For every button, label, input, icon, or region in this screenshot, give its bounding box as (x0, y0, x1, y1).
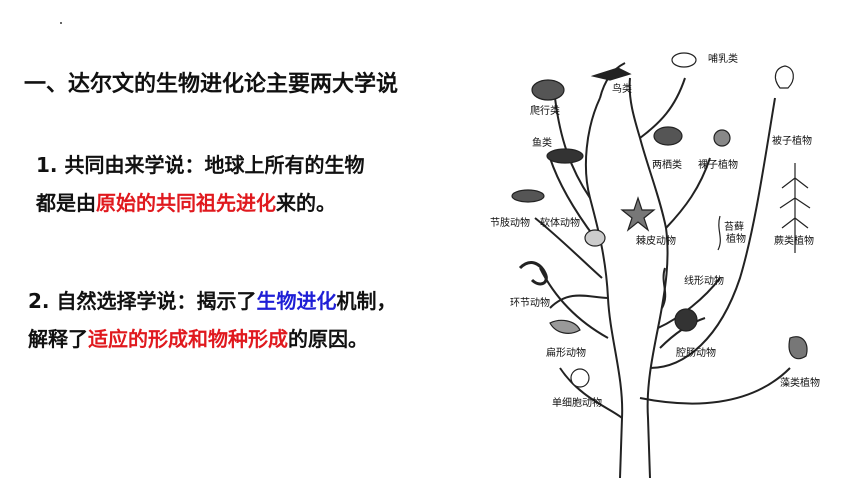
label-mammals: 哺乳类 (708, 52, 738, 65)
page-title: 一、达尔文的生物进化论主要两大学说 (24, 72, 399, 97)
grasshopper-icon (511, 189, 545, 203)
highlight-common-ancestor: 原始的共同祖先进化 (96, 191, 276, 215)
label-annelids: 环节动物 (510, 296, 550, 309)
bird-icon (590, 67, 632, 81)
label-algae: 藻类植物 (780, 376, 820, 389)
point2-line1: 2. 自然选择学说：揭示了生物进化机制， (28, 289, 397, 313)
highlight-adaptation-speciation: 适应的形成和物种形成 (88, 327, 288, 351)
label-protozoa: 单细胞动物 (552, 396, 602, 409)
flatworm-icon (549, 319, 581, 334)
label-birds: 鸟类 (612, 82, 632, 95)
magnolia-icon (774, 65, 794, 89)
fern-icon (779, 163, 811, 253)
algae-icon (788, 336, 808, 360)
moss-icon (717, 215, 721, 251)
label-ferns: 蕨类植物 (774, 234, 814, 247)
shell-icon (584, 229, 606, 247)
amoeba-icon (570, 368, 590, 388)
label-mollusks: 软体动物 (540, 216, 580, 229)
turtle-icon (531, 79, 565, 101)
frog-icon (653, 126, 683, 146)
organism-icons (511, 52, 811, 388)
decorative-dot (60, 22, 62, 24)
rabbit-icon (671, 52, 697, 68)
label-bryophytes-1: 苔藓 (724, 220, 744, 233)
earthworm-icon (518, 261, 548, 286)
hydra-icon (674, 308, 698, 332)
label-coelenterates: 腔肠动物 (676, 346, 716, 359)
label-echinoderms: 棘皮动物 (636, 234, 676, 247)
point-natural-selection: 2. 自然选择学说：揭示了生物进化机制， 解释了适应的形成和物种形成的原因。 (28, 282, 396, 358)
starfish-icon (620, 196, 656, 232)
point1-line1: 1. 共同由来学说：地球上所有的生物 (36, 153, 365, 177)
highlight-evolution: 生物进化 (256, 289, 337, 313)
label-arthropods: 节肢动物 (490, 216, 530, 229)
fish-icon (546, 148, 584, 164)
roundworm-icon (661, 267, 667, 309)
label-flatworms: 扁形动物 (546, 346, 586, 359)
label-angiosperms: 被子植物 (772, 134, 812, 147)
label-fish: 鱼类 (532, 136, 552, 149)
label-reptiles: 爬行类 (530, 104, 560, 117)
cycad-icon (713, 129, 731, 147)
label-amphibians: 两栖类 (652, 158, 682, 171)
point-common-descent: 1. 共同由来学说：地球上所有的生物 都是由原始的共同祖先进化来的。 (36, 146, 364, 222)
label-nematodes: 线形动物 (684, 274, 724, 287)
label-gymnosperms: 裸子植物 (698, 158, 738, 171)
tree-labels: 哺乳类 鸟类 爬行类 鱼类 两栖类 裸子植物 被子植物 节肢动物 软体动物 棘皮… (490, 52, 820, 409)
label-bryophytes-2: 植物 (726, 232, 746, 245)
point2-line2: 解释了适应的形成和物种形成的原因。 (28, 327, 368, 351)
tree-branches (534, 62, 791, 478)
tree-of-life-diagram: 哺乳类 鸟类 爬行类 鱼类 两栖类 裸子植物 被子植物 节肢动物 软体动物 棘皮… (490, 52, 820, 478)
point1-line2: 都是由原始的共同祖先进化来的。 (36, 191, 336, 215)
